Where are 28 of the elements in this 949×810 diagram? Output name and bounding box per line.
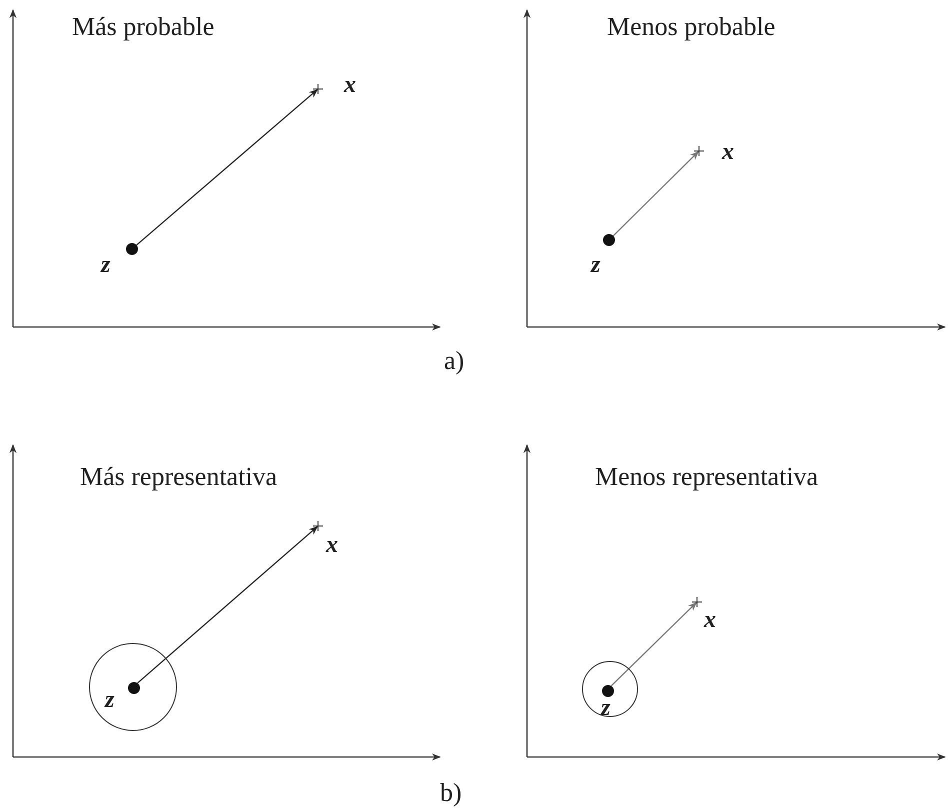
point-label: x [722,140,734,164]
point-dot [126,243,138,255]
ring [582,661,638,717]
cross-mark [692,597,702,607]
point-label: x [326,533,338,557]
point-dot [602,685,614,697]
point-label: z [101,253,110,277]
cross-mark [313,521,323,531]
panel-title: Más probable [72,12,214,42]
panel-title: Menos probable [607,12,776,42]
panel-caption: a) [444,346,464,376]
cross-mark [694,146,704,156]
arrow [136,89,318,246]
point-label: z [105,688,114,712]
point-label: z [591,253,600,277]
point-dot [128,682,140,694]
panel-title: Más representativa [80,462,278,492]
point-label: x [344,73,356,97]
point-dot [603,234,615,246]
arrow [137,526,318,684]
arrow [610,602,697,686]
point-label: z [601,696,610,720]
ring [89,643,177,731]
cross-mark [313,84,323,94]
panel-title: Menos representativa [595,462,818,492]
point-label: x [704,608,716,632]
arrow [612,151,699,236]
panel-caption: b) [440,778,462,808]
